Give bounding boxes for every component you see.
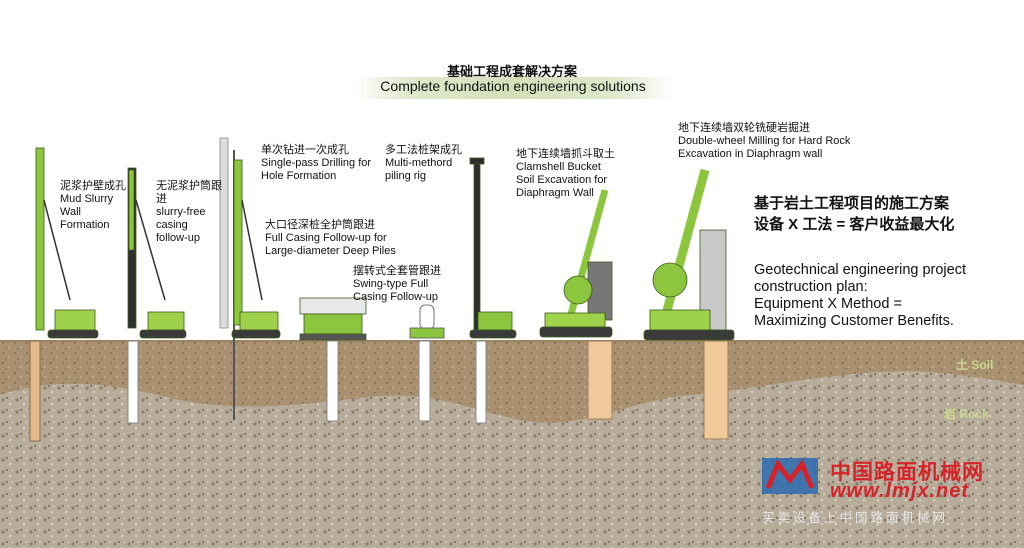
watermark-sub: 买卖设备上中国路面机械网 [762,511,949,525]
pile-3 [326,340,339,422]
pile-6 [587,340,613,420]
method-label-swing-type: 摆转式全套管跟进 Swing-type Full Casing Follow-u… [353,265,441,303]
method-label-full-casing: 大口径深桩全护筒跟进 Full Casing Follow-up for Lar… [265,219,396,257]
clamshell-grab [539,189,613,338]
watermark-logo [762,458,818,494]
pile-5 [475,340,487,424]
pile-2 [127,340,139,424]
rotary-rig-2 [127,167,187,339]
plan-text-en: Geotechnical engineering project constru… [754,262,966,329]
soil-label: 土 Soil [956,358,994,372]
method-label-multi-method: 多工法桩架成孔 Multi-methord piling rig [385,144,462,182]
method-label-clamshell: 地下连续墙抓斗取土 Clamshell Bucket Soil Excavati… [516,148,615,199]
rock-label: 岩 Rock [944,407,989,421]
method-label-slurry-free: 无泥浆护筒跟 进 slurry-free casing follow-up [156,180,222,244]
rotary-rig-1 [35,147,99,339]
method-label-double-wheel: 地下连续墙双轮铣硬岩掘进 Double-wheel Milling for Ha… [678,122,851,160]
pile-4 [418,340,431,422]
casing-oscillator [299,297,367,341]
pile-7 [703,340,729,440]
method-label-single-pass: 单次钻进一次成孔 Single-pass Drilling for Hole F… [261,144,372,182]
hydromill [643,168,735,341]
rock-layer [0,371,1024,548]
plan-text-cn: 基于岩土工程项目的施工方案 设备 X 工法 = 客户收益最大化 [754,195,955,233]
title-cn: 基础工程成套解决方案 [446,64,577,79]
watermark-cn: 中国路面机械网 [830,461,984,484]
piling-rig [469,157,517,339]
swing-casing-machine [409,304,445,339]
title-bar [352,77,674,99]
pile-1 [29,340,41,442]
method-label-mud-slurry: 泥浆护壁成孔 Mud Slurry Wall Formation [60,180,126,231]
watermark-en: www.lmjx.net [830,480,970,502]
rotary-rig-3 [219,137,281,339]
title-en: Complete foundation engineering solution… [380,78,646,94]
